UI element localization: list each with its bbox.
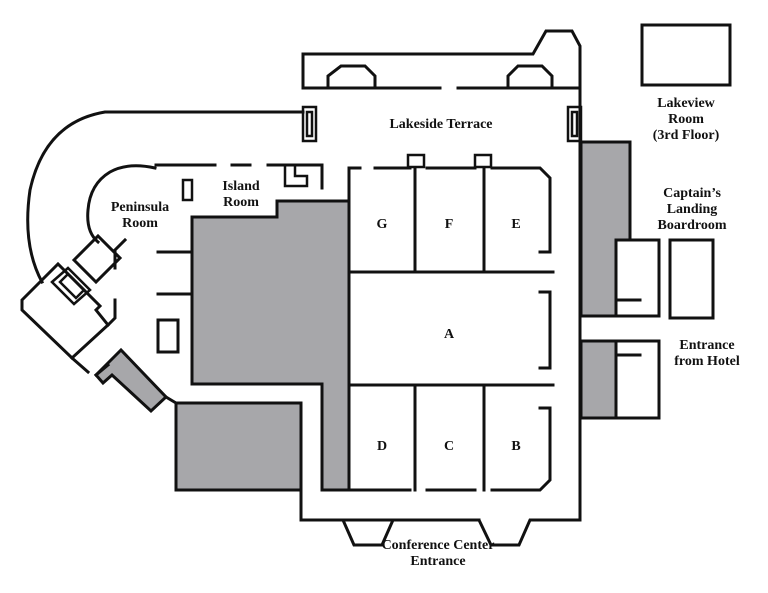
terrace-bump-east [506, 64, 554, 90]
captains-landing-box [614, 238, 661, 318]
label-room-e: E [511, 217, 520, 232]
label-island-room-1: Island [222, 179, 260, 194]
shaded-area-east-upper [579, 140, 632, 318]
label-conference-center-2: Entrance [410, 554, 465, 569]
west-wing-stubs [156, 250, 194, 296]
label-captains-landing-3: Boardroom [658, 218, 727, 233]
shaded-area-southwest [174, 401, 303, 492]
west-wing-column [156, 318, 180, 354]
island-stair [283, 163, 309, 188]
label-room-d: D [377, 439, 387, 454]
label-room-b: B [511, 439, 520, 454]
outer-corridor [26, 110, 305, 285]
main-building-outline [299, 29, 582, 547]
meeting-rooms-north-wall [347, 166, 552, 254]
terrace-niche-east-inner [570, 110, 579, 138]
peninsula-room-outline [86, 164, 157, 245]
label-room-f: F [445, 217, 454, 232]
captains-boardroom-outline [668, 238, 715, 320]
label-room-c: C [444, 439, 454, 454]
shaded-area-corridor-diagonal [93, 347, 169, 414]
room-a-east-wall [538, 290, 552, 370]
terrace-niche-east [566, 105, 583, 143]
terrace-niche-west-inner [305, 110, 314, 138]
label-lakeview-room-1: Lakeview [657, 96, 715, 111]
label-peninsula-room-1: Peninsula [111, 200, 169, 215]
terrace-niche-west [301, 105, 318, 143]
meeting-rooms-south-wall [347, 406, 552, 492]
label-lakeview-room-3: (3rd Floor) [653, 128, 720, 143]
southwest-corridor-wall [69, 355, 179, 406]
label-island-room-2: Room [223, 195, 259, 210]
label-conference-center-1: Conference Center [382, 538, 495, 553]
label-lakeview-room-2: Room [668, 112, 704, 127]
shaded-area-east-lower [579, 339, 618, 420]
lakeview-room-outline [640, 23, 732, 87]
peninsula-inner-stair [50, 266, 92, 306]
label-captains-landing-2: Landing [667, 202, 718, 217]
label-lakeside-terrace: Lakeside Terrace [389, 117, 492, 132]
label-entrance-from-hotel-1: Entrance [679, 338, 734, 353]
island-pillar [181, 178, 194, 202]
label-room-a: A [444, 327, 455, 342]
hotel-entrance-walls [614, 339, 661, 420]
label-peninsula-room-2: Room [122, 216, 158, 231]
pillar-g [406, 153, 426, 169]
peninsula-connector [105, 237, 128, 328]
label-captains-landing-1: Captain’s [663, 186, 721, 201]
label-room-g: G [377, 217, 388, 232]
label-entrance-from-hotel-2: from Hotel [674, 354, 740, 369]
peninsula-foyer-box [71, 233, 123, 285]
pillar-f [473, 153, 493, 169]
terrace-bump-west [326, 64, 377, 90]
